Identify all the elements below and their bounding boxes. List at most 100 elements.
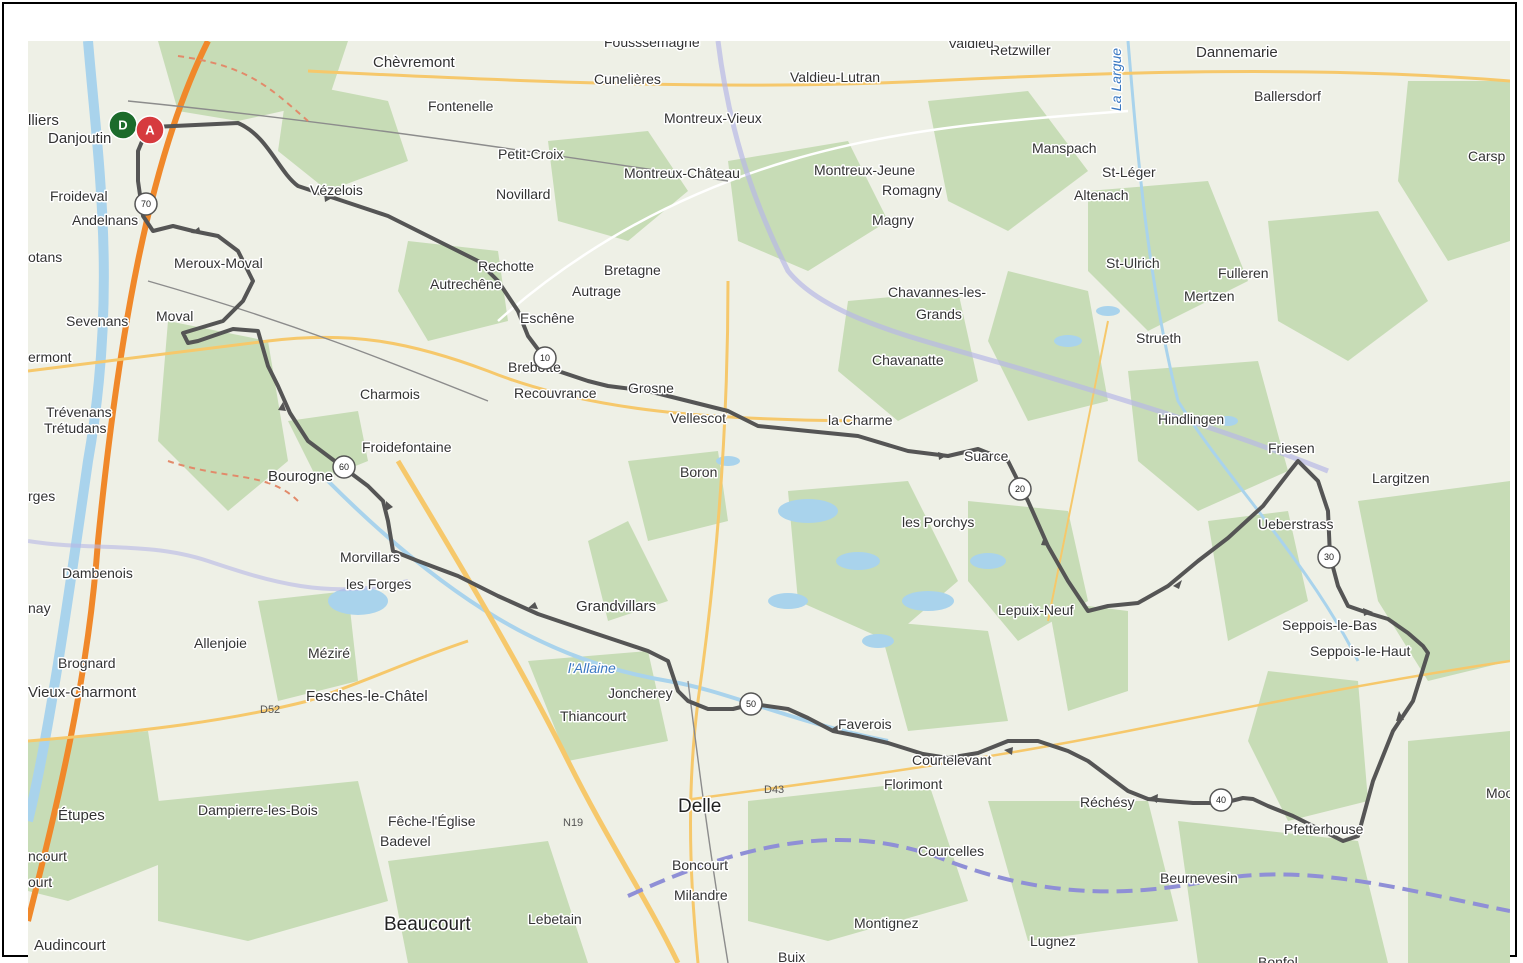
place-label: Trévenans	[46, 404, 112, 420]
place-label: Montignez	[854, 915, 919, 931]
place-label: Petit-Croix	[498, 146, 563, 162]
place-label: Froideval	[50, 188, 108, 204]
place-label: Altenach	[1074, 187, 1128, 203]
place-label: St-Léger	[1102, 164, 1156, 180]
place-label: Froidefontaine	[362, 439, 452, 455]
place-label: nay	[28, 600, 51, 616]
place-label: ncourt	[28, 848, 67, 864]
place-label: Dannemarie	[1196, 44, 1278, 61]
place-label: Vieux-Charmont	[28, 684, 137, 701]
place-label: ermont	[28, 349, 72, 365]
place-label: Chavannes-les-	[888, 284, 986, 300]
map-canvas[interactable]: ChèvremontFontenelleCunelièresValdieu-Lu…	[28, 41, 1510, 963]
place-label: Charmois	[360, 386, 420, 402]
place-label: Seppois-le-Bas	[1282, 617, 1377, 633]
place-label: Montreux-Château	[624, 165, 740, 181]
place-label: Danjoutin	[48, 130, 111, 147]
km-marker	[1008, 477, 1032, 501]
river-label: La Largue	[1108, 48, 1124, 111]
place-label: Rechotte	[478, 258, 534, 274]
place-label: Milandre	[674, 887, 728, 903]
river-label: l'Allaine	[568, 660, 616, 676]
place-label: Morvillars	[340, 549, 400, 565]
end-pin[interactable]	[135, 115, 165, 145]
place-label: Chèvremont	[373, 54, 456, 71]
place-label: Florimont	[884, 776, 942, 792]
km-marker-label: 10	[540, 353, 550, 363]
place-label: Allenjoie	[194, 635, 247, 651]
place-label: Montreux-Jeune	[814, 162, 915, 178]
place-label: lliers	[28, 112, 59, 129]
km-markers: 10 20 30 40 50 60 70	[134, 192, 1341, 812]
km-marker-label: 40	[1216, 795, 1226, 805]
place-label: Grosne	[628, 380, 674, 396]
place-label: Vézelois	[310, 182, 363, 198]
place-label: Vellescot	[670, 410, 726, 426]
terrain-layer	[28, 41, 1510, 963]
place-label: Moval	[156, 308, 193, 324]
place-label: rges	[28, 488, 55, 504]
place-label: Moo	[1486, 785, 1510, 801]
place-label: Bourogne	[268, 468, 333, 485]
place-label: Delle	[678, 796, 721, 817]
place-label: Fêche-l'Église	[388, 813, 476, 829]
road-number-label: D52	[260, 704, 280, 716]
place-label: Fontenelle	[428, 98, 494, 114]
road-number-label: D43	[764, 784, 784, 796]
km-marker	[1317, 545, 1341, 569]
place-label: les Forges	[346, 576, 411, 592]
place-label: Eschêne	[520, 310, 575, 326]
km-marker-label: 50	[746, 699, 756, 709]
place-label: Brognard	[58, 655, 116, 671]
place-label: Lepuix-Neuf	[998, 602, 1074, 618]
place-label: Carsp	[1468, 148, 1506, 164]
place-label: ourt	[28, 874, 52, 890]
place-label: Suarce	[964, 448, 1009, 464]
km-marker	[1209, 788, 1233, 812]
place-label: Andelnans	[72, 212, 138, 228]
place-label: Retzwiller	[990, 42, 1051, 58]
place-label: Friesen	[1268, 440, 1315, 456]
km-marker	[533, 346, 557, 370]
km-marker-label: 20	[1015, 484, 1025, 494]
place-label: Beurnevesin	[1160, 870, 1238, 886]
place-label: Seppois-le-Haut	[1310, 643, 1410, 659]
place-label: Valdieu	[948, 41, 994, 51]
place-label: Méziré	[308, 645, 350, 661]
place-label: Sevenans	[66, 313, 128, 329]
km-marker-label: 70	[141, 199, 151, 209]
place-label: Manspach	[1032, 140, 1097, 156]
place-label: Grands	[916, 306, 962, 322]
place-label: Autrechêne	[430, 276, 502, 292]
route-line[interactable]	[136, 121, 1430, 843]
place-label: Fousssemagne	[604, 41, 700, 50]
place-label: Beaucourt	[384, 914, 471, 935]
km-marker-label: 30	[1324, 552, 1334, 562]
km-marker	[332, 455, 356, 479]
place-label: Lugnez	[1030, 933, 1076, 949]
place-label: Bretagne	[604, 262, 661, 278]
place-label: Autrage	[572, 283, 621, 299]
place-label: Ueberstrass	[1258, 516, 1333, 532]
place-label: les Porchys	[902, 514, 974, 530]
km-marker-label: 60	[339, 462, 349, 472]
place-label: otans	[28, 249, 62, 265]
place-label: Strueth	[1136, 330, 1181, 346]
place-label: Thiancourt	[560, 708, 626, 724]
place-label: Badevel	[380, 833, 431, 849]
place-label: Courtelevant	[912, 752, 991, 768]
place-label: Lebetain	[528, 911, 582, 927]
place-label: Montreux-Vieux	[664, 110, 762, 126]
place-label: Joncherey	[608, 685, 673, 701]
place-label: Audincourt	[34, 937, 107, 954]
roads-layer	[28, 41, 1510, 963]
place-label: Valdieu-Lutran	[790, 69, 880, 85]
place-label: Novillard	[496, 186, 550, 202]
place-label: Dampierre-les-Bois	[198, 802, 318, 818]
place-label: Trétudans	[44, 420, 107, 436]
place-label: Magny	[872, 212, 914, 228]
place-label: Chavanatte	[872, 352, 944, 368]
